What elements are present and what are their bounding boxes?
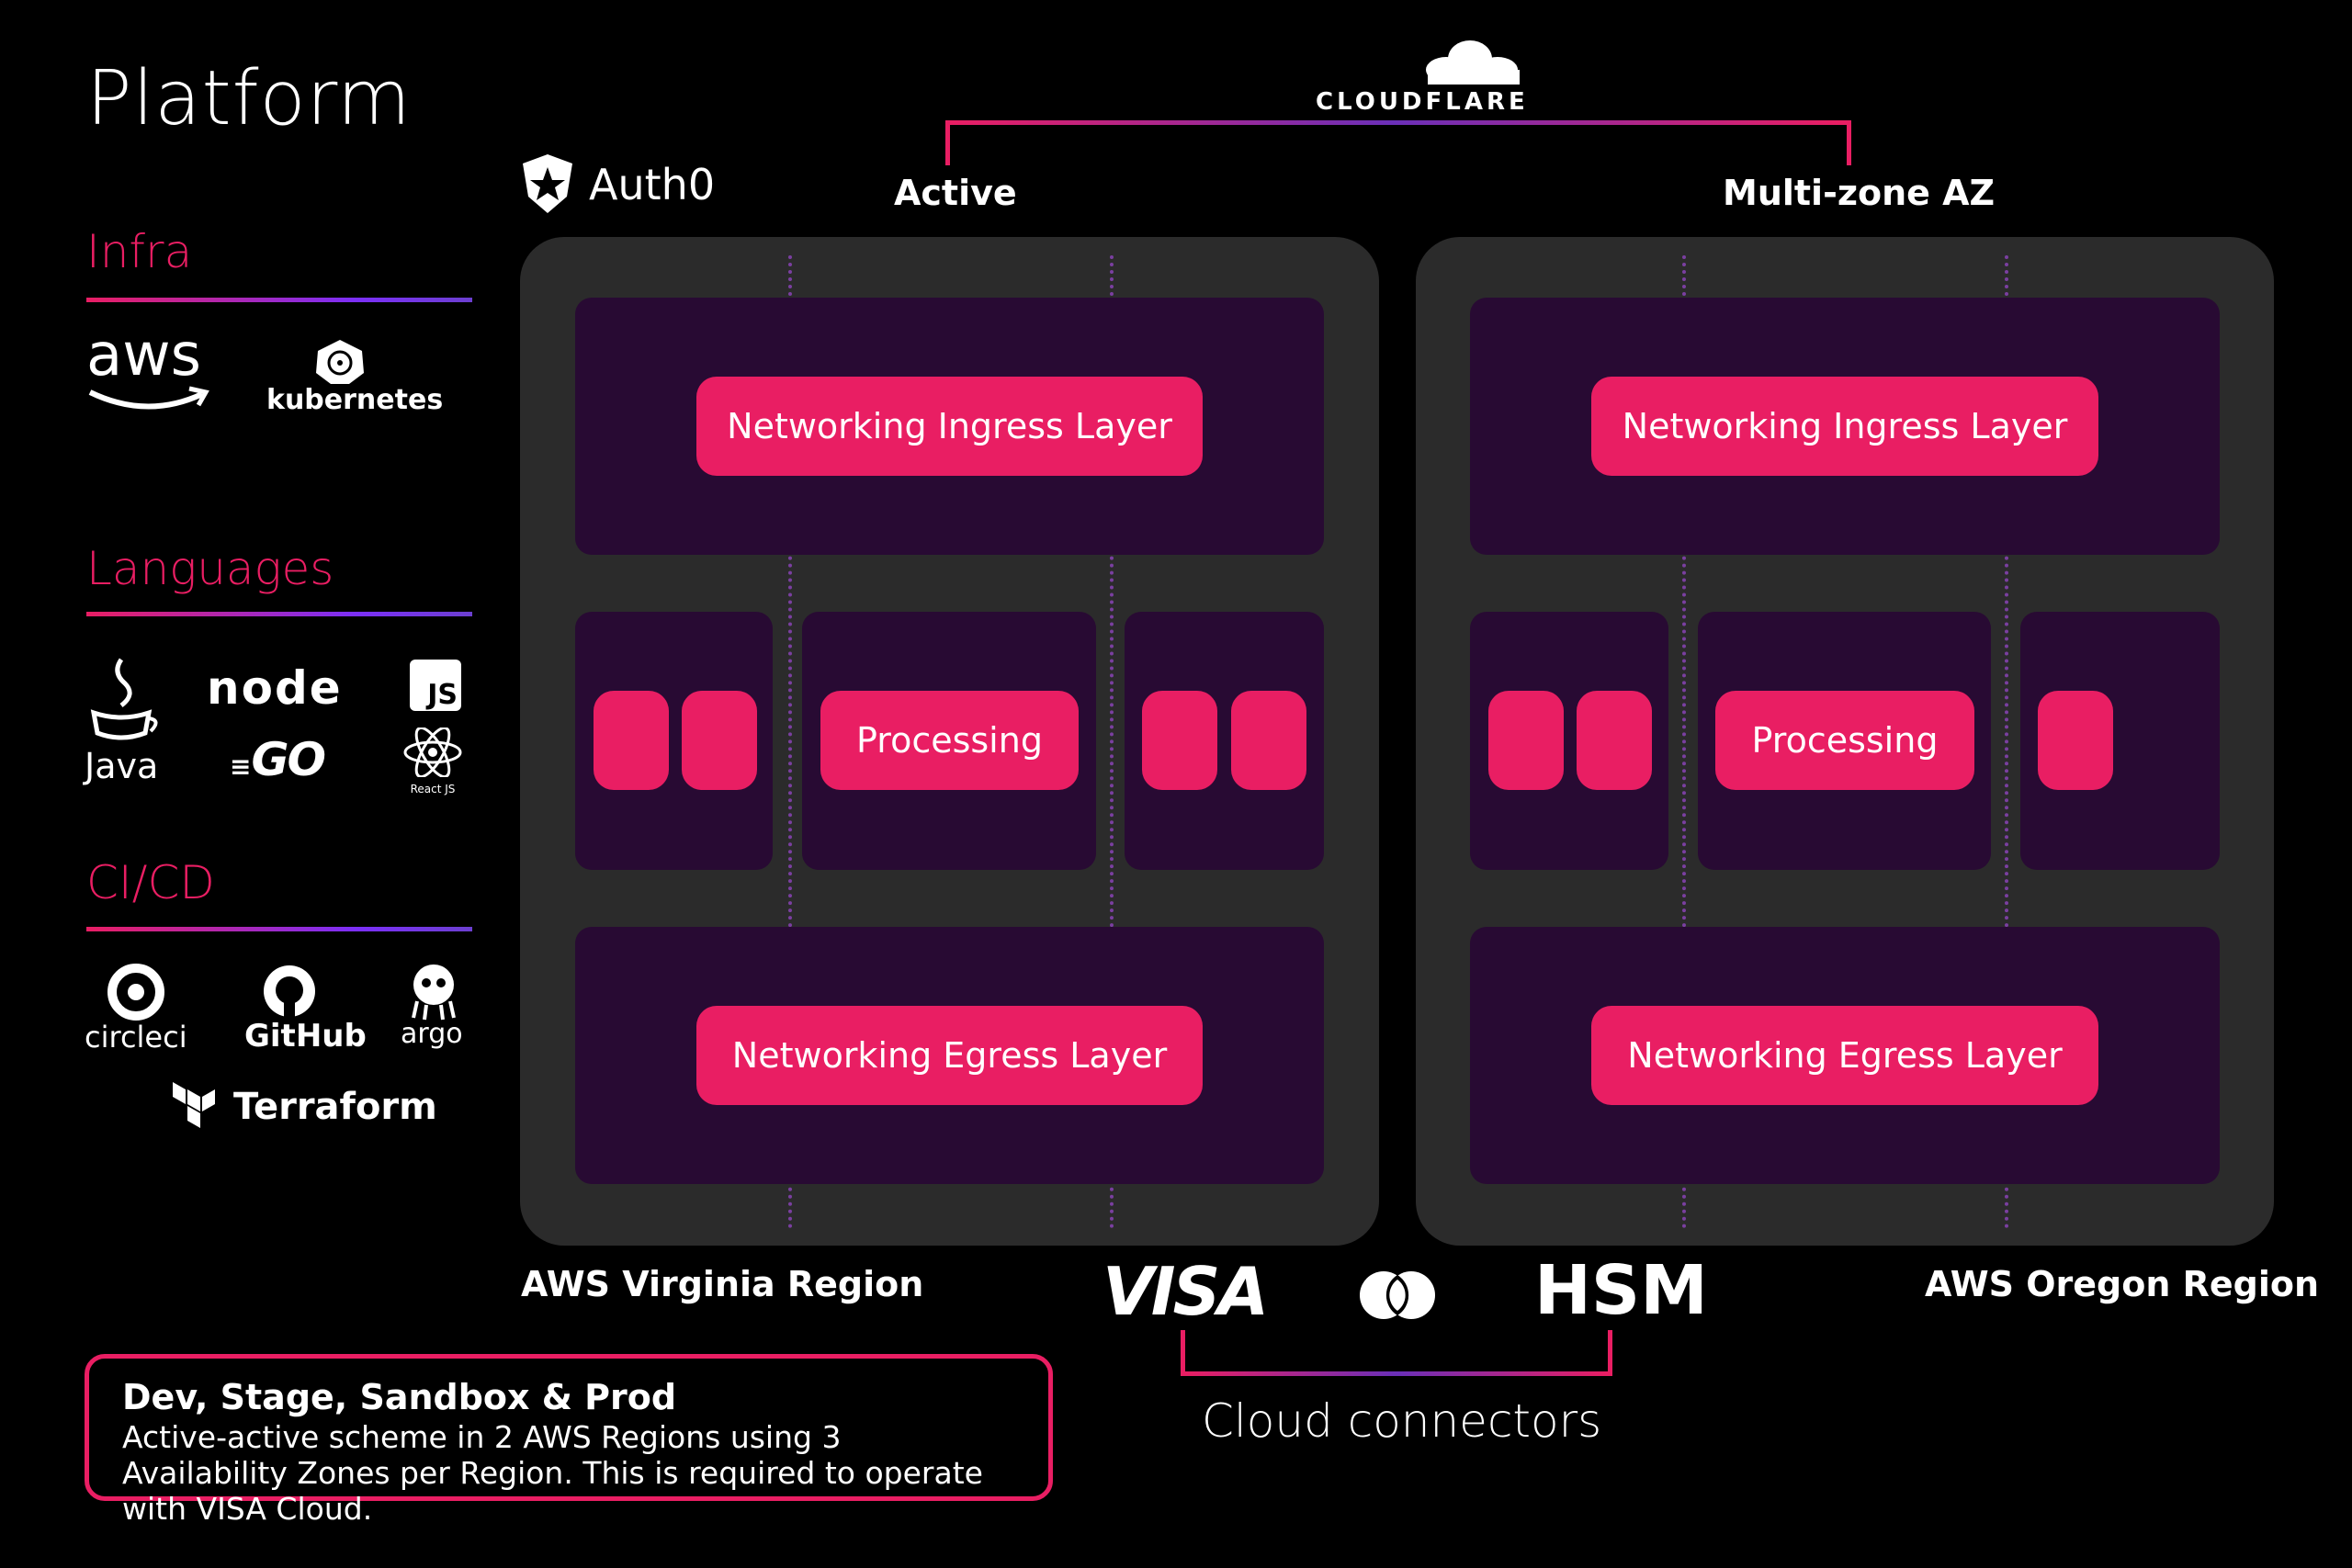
networking-egress-layer: Networking Egress Layer <box>696 1006 1203 1105</box>
connectors-bracket-gradient <box>1185 1371 1608 1376</box>
networking-ingress-layer: Networking Ingress Layer <box>1591 377 2098 476</box>
cloudflare-logo: CLOUDFLARE <box>1305 39 1525 118</box>
auth0-logo: Auth0 <box>519 152 730 220</box>
react-atom-icon <box>403 726 462 779</box>
cloud-connectors-label: Cloud connectors <box>1202 1394 1602 1448</box>
section-languages-label: Languages <box>86 542 334 595</box>
active-label: Active <box>894 173 1017 213</box>
go-logo: ≡GO <box>230 733 326 786</box>
active-multizone-bracket <box>945 120 1851 165</box>
node-logo: node <box>207 661 343 715</box>
visa-logo: VISA <box>1102 1253 1269 1330</box>
argo-logo: argo <box>397 961 470 1053</box>
section-infra-divider <box>86 298 472 302</box>
connectors-bracket <box>1181 1330 1612 1376</box>
service-block <box>1577 691 1652 790</box>
service-block <box>2038 691 2113 790</box>
java-cup-icon <box>90 658 158 740</box>
java-logo: Java <box>85 654 167 792</box>
service-block <box>1142 691 1217 790</box>
page-title: Platform <box>86 55 412 142</box>
oregon-region-label: AWS Oregon Region <box>1925 1264 2320 1304</box>
react-logo: React JS <box>401 726 465 797</box>
bracket-gradient <box>950 120 1838 125</box>
aws-logo: aws <box>86 326 215 418</box>
terraform-logo: Terraform <box>171 1080 437 1135</box>
az-divider <box>2005 255 2008 1229</box>
processing-block: Processing <box>1715 691 1974 790</box>
service-block <box>1488 691 1564 790</box>
section-languages-divider <box>86 612 472 616</box>
kubernetes-logo: kubernetes <box>263 338 443 421</box>
js-logo: JS <box>410 660 461 711</box>
environments-heading: Dev, Stage, Sandbox & Prod <box>122 1377 677 1417</box>
github-logo: GitHub <box>241 963 367 1055</box>
networking-egress-layer: Networking Egress Layer <box>1591 1006 2098 1105</box>
github-octocat-icon <box>264 965 315 1018</box>
section-cicd-label: CI/CD <box>86 856 215 909</box>
service-block <box>594 691 669 790</box>
multizone-label: Multi-zone AZ <box>1723 173 1996 213</box>
environments-note: Dev, Stage, Sandbox & Prod Active-active… <box>85 1354 1053 1527</box>
az-divider <box>1682 255 1686 1229</box>
hsm-logo: HSM <box>1534 1251 1708 1330</box>
processing-block: Processing <box>820 691 1079 790</box>
az-divider <box>1110 255 1114 1229</box>
section-infra-label: Infra <box>86 225 193 278</box>
service-block <box>682 691 757 790</box>
argo-octopus-icon <box>412 964 456 1021</box>
az-divider <box>788 255 792 1229</box>
environments-description: Active-active scheme in 2 AWS Regions us… <box>122 1419 983 1527</box>
cloudflare-cloud-icon <box>1426 40 1520 85</box>
service-block <box>1231 691 1306 790</box>
circleci-icon <box>107 964 164 1021</box>
terraform-icon <box>173 1082 215 1128</box>
networking-ingress-layer: Networking Ingress Layer <box>696 377 1203 476</box>
virginia-region-label: AWS Virginia Region <box>521 1264 924 1304</box>
section-cicd-divider <box>86 927 472 931</box>
circleci-logo: circleci <box>85 963 195 1055</box>
kubernetes-icon <box>316 340 364 384</box>
mastercard-logo <box>1356 1269 1439 1321</box>
aws-smile-icon <box>88 386 209 410</box>
auth0-shield-icon <box>523 154 572 213</box>
mastercard-icon <box>1360 1271 1435 1319</box>
